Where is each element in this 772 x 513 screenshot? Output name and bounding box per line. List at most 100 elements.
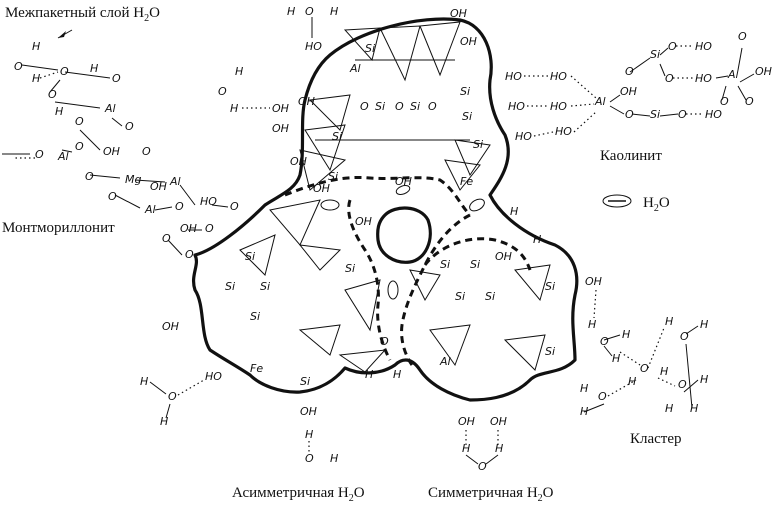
si-atom: Si xyxy=(545,280,555,293)
o-atom: O xyxy=(428,100,437,113)
svg-text:Al: Al xyxy=(144,203,156,216)
svg-text:O: O xyxy=(218,85,227,98)
svg-text:H: H xyxy=(305,428,313,441)
si-atom: Si xyxy=(332,130,342,143)
svg-text:O: O xyxy=(745,95,754,108)
si-atom: Si xyxy=(260,280,270,293)
svg-text:O: O xyxy=(175,200,184,213)
svg-text:H: H xyxy=(580,382,588,395)
svg-text:O: O xyxy=(205,222,214,235)
svg-text:O: O xyxy=(112,72,121,85)
svg-text:H: H xyxy=(160,415,168,428)
si-atom: Si xyxy=(410,100,420,113)
svg-text:Al: Al xyxy=(104,102,116,115)
interlayer-water-label: Межпакетный слой H2O xyxy=(5,5,160,24)
si-atom: Si xyxy=(365,42,375,55)
h-atom: H xyxy=(533,233,541,246)
svg-text:OH: OH xyxy=(585,275,602,288)
oh-group: OH xyxy=(495,250,512,263)
cluster-label: Кластер xyxy=(630,431,682,447)
svg-text:O: O xyxy=(142,145,151,158)
svg-text:H: H xyxy=(700,318,708,331)
svg-text:H: H xyxy=(55,105,63,118)
si-atom: Si xyxy=(245,250,255,263)
central-pore xyxy=(378,208,431,262)
svg-text:HO: HO xyxy=(695,40,712,53)
interlayer-arrowhead xyxy=(58,31,66,38)
oh-group: OH xyxy=(313,182,330,195)
si-atom: Si xyxy=(345,262,355,275)
svg-text:O: O xyxy=(680,330,689,343)
svg-text:O: O xyxy=(738,30,747,43)
svg-text:O: O xyxy=(720,95,729,108)
al-atom: Al xyxy=(349,62,361,75)
svg-text:H: H xyxy=(665,402,673,415)
svg-text:Mg: Mg xyxy=(125,173,141,186)
si-atom: Si xyxy=(300,375,310,388)
si-atom: Si xyxy=(250,310,260,323)
svg-text:O: O xyxy=(48,88,57,101)
si-atom: Si xyxy=(440,258,450,271)
svg-text:O: O xyxy=(598,390,607,403)
svg-text:H: H xyxy=(330,5,338,18)
si-atom: Si xyxy=(225,280,235,293)
o-atom: O xyxy=(360,100,369,113)
svg-text:H: H xyxy=(665,315,673,328)
svg-text:H: H xyxy=(330,452,338,465)
svg-text:OH: OH xyxy=(458,415,475,428)
kaolinite-network: HO HO HO HO HO HO Al OH O O Si Si O HO O… xyxy=(505,30,772,143)
svg-text:O: O xyxy=(668,40,677,53)
svg-text:OH: OH xyxy=(620,85,637,98)
svg-text:HO: HO xyxy=(305,40,322,53)
svg-text:O: O xyxy=(85,170,94,183)
svg-text:O: O xyxy=(678,378,687,391)
si-atom: Si xyxy=(455,290,465,303)
svg-text:HO: HO xyxy=(508,100,525,113)
svg-text:HO: HO xyxy=(515,130,532,143)
svg-text:O: O xyxy=(665,72,674,85)
svg-text:H: H xyxy=(495,442,503,455)
si-atom: Si xyxy=(545,345,555,358)
svg-text:HO: HO xyxy=(695,72,712,85)
svg-text:O: O xyxy=(35,148,44,161)
svg-text:H: H xyxy=(230,102,238,115)
svg-text:HO: HO xyxy=(705,108,722,121)
svg-text:HO: HO xyxy=(505,70,522,83)
oh-group: OH xyxy=(162,320,179,333)
svg-text:O: O xyxy=(625,65,634,78)
svg-text:O: O xyxy=(60,65,69,78)
oh-group: OH xyxy=(298,95,315,108)
si-atom: Si xyxy=(462,110,472,123)
svg-text:OH: OH xyxy=(180,222,197,235)
si-atom: Si xyxy=(473,138,483,151)
water-cluster: OH H O H H O H O H H H O H H H H O H xyxy=(580,275,708,418)
dipole-symbols xyxy=(321,184,486,299)
svg-text:O: O xyxy=(185,248,194,261)
h-atom: H xyxy=(365,368,373,381)
legend-h2o-label: H2O xyxy=(643,195,670,214)
svg-text:OH: OH xyxy=(755,65,772,78)
symmetric-water-label: Симметричная H2O xyxy=(428,485,554,504)
svg-text:H: H xyxy=(622,328,630,341)
svg-text:O: O xyxy=(678,108,687,121)
si-atom: Si xyxy=(375,100,385,113)
svg-text:H: H xyxy=(612,352,620,365)
svg-text:O: O xyxy=(478,460,487,473)
legend: H2O xyxy=(603,195,670,214)
oh-group: OH xyxy=(272,122,289,135)
h-atom: H xyxy=(393,368,401,381)
svg-text:Al: Al xyxy=(169,175,181,188)
svg-text:Si: Si xyxy=(650,48,660,61)
oh-group: OH xyxy=(290,155,307,168)
svg-text:OH: OH xyxy=(460,35,477,48)
svg-text:H: H xyxy=(235,65,243,78)
symmetric-water-molecules: OH OH H H O xyxy=(458,415,507,473)
svg-text:O: O xyxy=(305,452,314,465)
svg-text:Al: Al xyxy=(594,95,606,108)
svg-text:O: O xyxy=(108,190,117,203)
si-atom: Si xyxy=(485,290,495,303)
svg-text:O: O xyxy=(305,5,314,18)
h-atom: H xyxy=(510,205,518,218)
